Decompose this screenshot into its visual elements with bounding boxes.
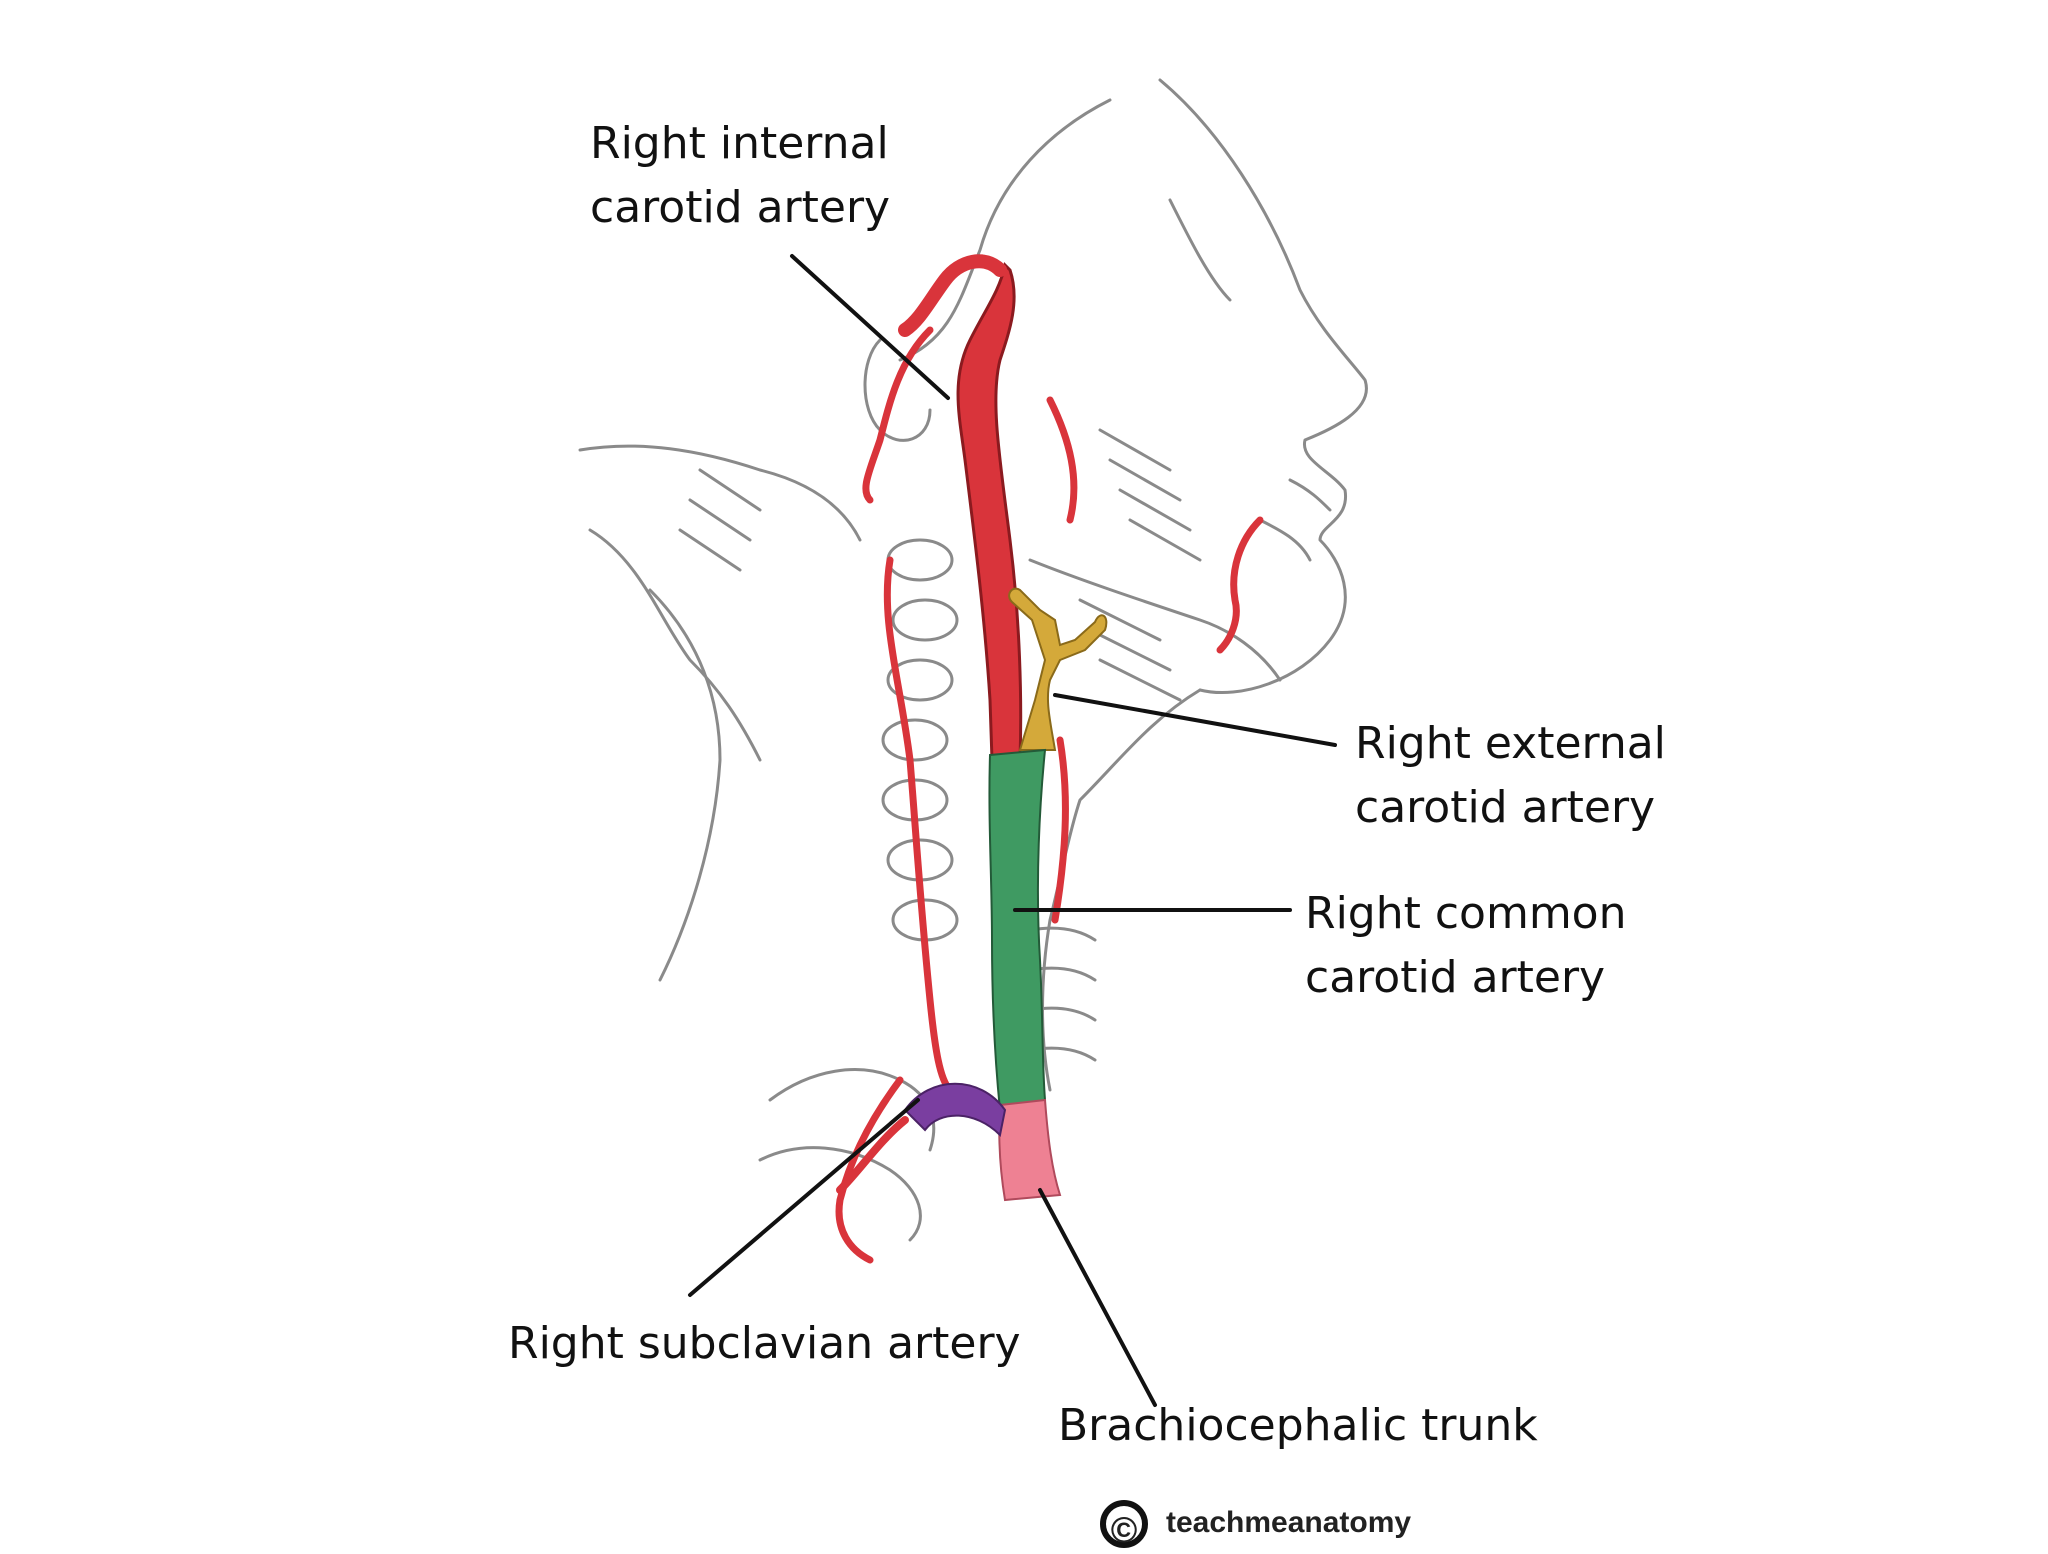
label-external-carotid: Right external carotid artery xyxy=(1355,712,1666,840)
label-internal-carotid: Right internal carotid artery xyxy=(590,112,890,240)
brachiocephalic-trunk xyxy=(998,1098,1062,1202)
leader-line-internal-carotid xyxy=(790,254,950,400)
head-neck-sketch xyxy=(578,78,1368,1242)
label-external-carotid-line-2: carotid artery xyxy=(1355,782,1656,833)
label-brachiocephalic: Brachiocephalic trunk xyxy=(1058,1394,1538,1458)
label-internal-carotid-line-2: carotid artery xyxy=(590,182,891,233)
label-common-carotid-line-1: Right common xyxy=(1305,888,1627,939)
internal-carotid-loop xyxy=(898,254,1007,337)
label-internal-carotid-line-1: Right internal xyxy=(590,118,889,169)
leader-line-external-carotid xyxy=(1053,693,1337,747)
copyright-icon: © xyxy=(1100,1500,1148,1550)
label-subclavian: Right subclavian artery xyxy=(508,1312,1021,1376)
leader-line-brachiocephalic xyxy=(1038,1188,1157,1407)
internal-carotid-artery xyxy=(956,261,1023,762)
minor-arteries xyxy=(835,326,1264,1264)
credit: © teachmeanatomy xyxy=(1100,1500,1412,1550)
label-common-carotid: Right common carotid artery xyxy=(1305,882,1627,1010)
label-brachiocephalic-line-1: Brachiocephalic trunk xyxy=(1058,1400,1538,1451)
label-subclavian-line-1: Right subclavian artery xyxy=(508,1318,1021,1369)
leader-line-subclavian xyxy=(688,1098,920,1297)
credit-text: teachmeanatomy xyxy=(1166,1505,1412,1539)
external-carotid-artery xyxy=(1008,587,1108,751)
leader-lines xyxy=(688,254,1337,1407)
label-external-carotid-line-1: Right external xyxy=(1355,718,1666,769)
label-common-carotid-line-2: carotid artery xyxy=(1305,952,1606,1003)
subclavian-branch xyxy=(836,1116,909,1194)
subclavian-artery xyxy=(903,1082,1007,1138)
common-carotid-artery xyxy=(988,748,1047,1112)
